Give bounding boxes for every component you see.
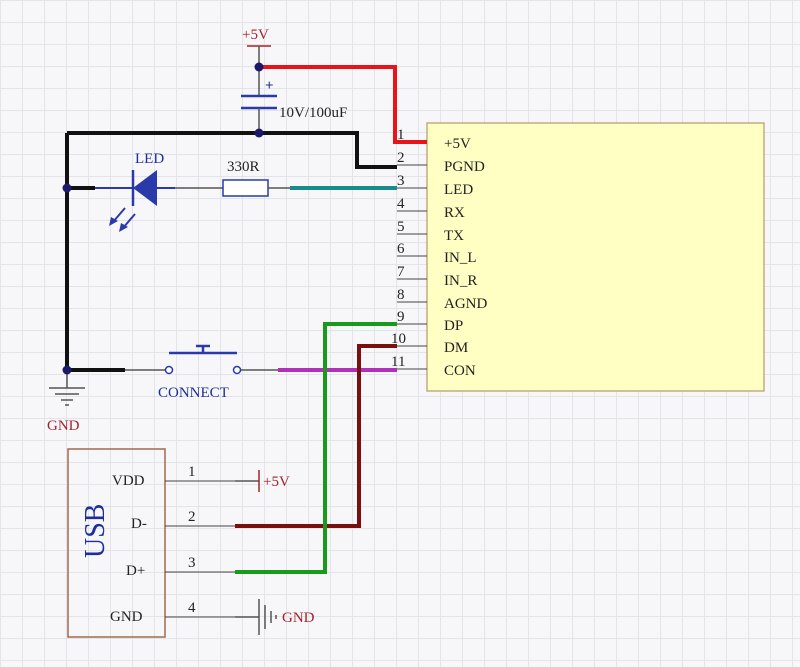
pin-name: LED bbox=[444, 182, 473, 198]
pin-name: RX bbox=[444, 205, 465, 221]
usb-pin-name: D- bbox=[131, 516, 147, 532]
pin-name: +5V bbox=[444, 136, 471, 152]
pin-number: 11 bbox=[391, 354, 405, 370]
pin-name: AGND bbox=[444, 296, 487, 312]
usb-pin-name: VDD bbox=[112, 473, 145, 489]
wire-dp bbox=[235, 322, 397, 574]
pin-name: CON bbox=[444, 363, 476, 379]
pin-name: TX bbox=[444, 228, 464, 244]
usb-vdd-supply: +5V bbox=[235, 470, 290, 492]
led-symbol: LED bbox=[95, 151, 175, 232]
top-supply: +5V + 10V/100uF bbox=[241, 27, 347, 133]
usb-pin-name: GND bbox=[110, 609, 143, 625]
usb-box bbox=[67, 448, 166, 638]
pin-name: IN_R bbox=[444, 273, 477, 289]
usb-gnd-net: GND bbox=[282, 610, 315, 626]
supply-label: +5V bbox=[242, 27, 269, 43]
usb-vdd-net: +5V bbox=[263, 474, 290, 490]
junction-dots bbox=[62, 62, 264, 375]
connect-button-symbol: CONNECT bbox=[125, 344, 278, 401]
usb-pin-number: 2 bbox=[188, 509, 196, 525]
wire-dm bbox=[235, 344, 397, 528]
pin-number: 3 bbox=[397, 173, 405, 189]
pin-name: PGND bbox=[444, 159, 485, 175]
module-pin-names: +5V PGND LED RX TX IN_L IN_R AGND DP DM … bbox=[444, 136, 487, 379]
usb-ground-symbol bbox=[235, 599, 277, 635]
module-box bbox=[426, 122, 765, 392]
pin-number: 10 bbox=[391, 331, 406, 347]
module-pin-numbers: 1 2 3 4 5 6 7 8 9 10 11 bbox=[391, 127, 406, 370]
pin-name: DM bbox=[444, 340, 468, 356]
led-label: LED bbox=[135, 151, 164, 167]
resistor-symbol: 330R bbox=[175, 159, 290, 197]
usb-pin-numbers: 1 2 3 4 bbox=[188, 464, 196, 616]
capacitor-label: 10V/100uF bbox=[279, 105, 347, 121]
pin-number: 9 bbox=[397, 309, 405, 325]
capacitor-polarity: + bbox=[265, 78, 274, 94]
usb-pin-name: D+ bbox=[126, 563, 145, 579]
pin-number: 6 bbox=[397, 241, 405, 257]
ground-label: GND bbox=[47, 418, 80, 434]
pin-number: 2 bbox=[397, 150, 405, 166]
usb-pin-names: VDD D- D+ GND bbox=[110, 473, 147, 625]
pin-number: 4 bbox=[397, 196, 405, 212]
pin-number: 7 bbox=[397, 264, 405, 280]
usb-title: USB bbox=[80, 504, 111, 558]
usb-pin-stubs bbox=[165, 480, 235, 618]
pin-number: 1 bbox=[397, 127, 405, 143]
wire-ground-bus bbox=[67, 131, 397, 169]
pin-number: 5 bbox=[397, 219, 405, 235]
usb-pin-number: 4 bbox=[188, 600, 196, 616]
ground-symbol bbox=[49, 387, 85, 406]
pin-name: DP bbox=[444, 318, 463, 334]
pin-number: 8 bbox=[397, 287, 405, 303]
wire-5v bbox=[259, 65, 427, 144]
button-label: CONNECT bbox=[158, 385, 229, 401]
usb-pin-number: 1 bbox=[188, 464, 196, 480]
pin-name: IN_L bbox=[444, 250, 477, 266]
resistor-label: 330R bbox=[227, 159, 260, 175]
usb-pin-number: 3 bbox=[188, 555, 196, 571]
